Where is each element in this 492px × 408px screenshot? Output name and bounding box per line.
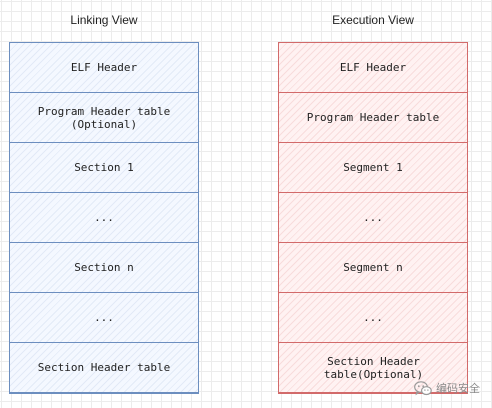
execution-view-title: Execution View — [332, 13, 414, 27]
linking-section-header-table: Section Header table — [10, 343, 198, 393]
watermark: 编码安全 — [414, 380, 480, 396]
wechat-icon — [414, 380, 432, 396]
linking-view-title: Linking View — [70, 13, 138, 27]
linking-ellipsis-1: ... — [10, 193, 198, 243]
linking-ellipsis-2: ... — [10, 293, 198, 343]
execution-ellipsis-1: ... — [279, 193, 467, 243]
linking-section-1: Section 1 — [10, 143, 198, 193]
execution-elf-header: ELF Header — [279, 43, 467, 93]
linking-section-n: Section n — [10, 243, 198, 293]
execution-ellipsis-2: ... — [279, 293, 467, 343]
execution-segment-1: Segment 1 — [279, 143, 467, 193]
execution-view-column: ELF Header Program Header table Segment … — [278, 42, 468, 394]
linking-elf-header: ELF Header — [10, 43, 198, 93]
execution-section-header-table: Section Header table(Optional) — [279, 343, 467, 393]
linking-program-header-table: Program Header table (Optional) — [10, 93, 198, 143]
execution-program-header-table: Program Header table — [279, 93, 467, 143]
execution-segment-n: Segment n — [279, 243, 467, 293]
linking-view-column: ELF Header Program Header table (Optiona… — [9, 42, 199, 394]
watermark-text: 编码安全 — [436, 382, 480, 395]
